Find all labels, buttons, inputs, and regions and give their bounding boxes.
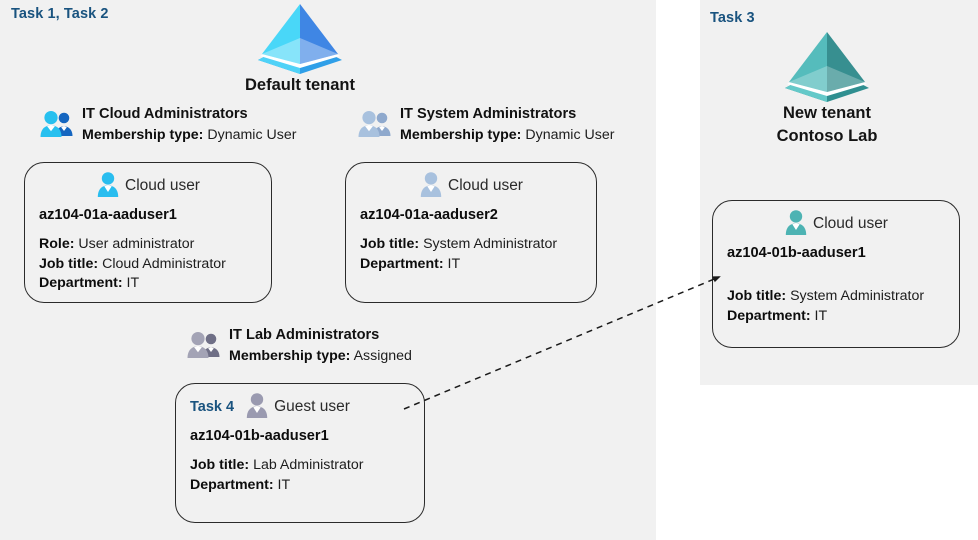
default-tenant-panel (0, 0, 656, 540)
card-role-label: Cloud user (125, 177, 200, 194)
user-card-aaduser2: Cloud user az104-01a-aaduser2 Job title:… (345, 162, 597, 303)
group-title: IT System Administrators (400, 106, 577, 122)
property-value: IT (814, 307, 828, 324)
default-tenant-block: Default tenant (195, 2, 405, 97)
card-property-department: Department: IT (727, 307, 945, 327)
guest-user-icon (245, 392, 269, 423)
card-properties: Job title: System Administrator Departme… (727, 287, 945, 326)
task-label-4: Task 4 (190, 399, 235, 415)
group-users-icon (356, 109, 394, 144)
default-tenant-caption: Default tenant (244, 76, 355, 94)
card-header: Cloud user (727, 209, 945, 240)
membership-key: Membership type: (400, 126, 522, 143)
group-membership-type: Membership type: Dynamic User (400, 125, 614, 145)
group-it-system-administrators: IT System Administrators Membership type… (356, 104, 614, 145)
card-property-department: Department: IT (39, 274, 257, 294)
card-property-role: Role: User administrator (39, 235, 257, 255)
card-header: Cloud user (39, 171, 257, 202)
card-header: Cloud user (360, 171, 582, 202)
card-property-job-title: Job title: System Administrator (360, 235, 582, 255)
card-property-job-title: Job title: System Administrator (727, 287, 945, 307)
card-role-label: Guest user (274, 398, 350, 415)
card-user-name: az104-01a-aaduser1 (39, 207, 177, 223)
property-value: System Administrator (423, 236, 558, 252)
user-card-guest-aaduser1: Task 4 Guest user az104-01b-aaduser1 Job… (175, 383, 425, 523)
property-key: Job title: (39, 255, 99, 272)
property-value: User administrator (78, 236, 195, 252)
property-value: IT (126, 275, 140, 292)
membership-key: Membership type: (82, 126, 204, 143)
membership-value: Dynamic User (525, 126, 615, 143)
cloud-user-icon (784, 209, 808, 240)
property-value: Lab Administrator (253, 457, 364, 473)
card-property-department: Department: IT (190, 476, 410, 496)
new-tenant-caption-line2: Contoso Lab (776, 127, 878, 146)
new-tenant-caption-line1: New tenant (782, 104, 871, 122)
group-it-lab-administrators: IT Lab Administrators Membership type: A… (185, 325, 412, 366)
group-membership-type: Membership type: Dynamic User (82, 125, 296, 145)
property-key: Department: (39, 275, 123, 292)
card-role-label: Cloud user (813, 215, 888, 232)
cloud-user-icon (96, 171, 120, 202)
group-it-cloud-administrators: IT Cloud Administrators Membership type:… (38, 104, 296, 145)
membership-value: Assigned (353, 347, 412, 364)
azure-ad-tenant-icon (258, 4, 342, 74)
property-key: Department: (190, 476, 274, 493)
user-card-new-tenant-aaduser1: Cloud user az104-01b-aaduser1 Job title:… (712, 200, 960, 348)
card-user-name: az104-01b-aaduser1 (190, 428, 329, 444)
task-label-1-2: Task 1, Task 2 (11, 6, 109, 22)
card-properties: Job title: Lab Administrator Department:… (190, 456, 410, 495)
membership-key: Membership type: (229, 347, 351, 364)
group-users-icon (38, 109, 76, 144)
card-user-name: az104-01b-aaduser1 (727, 245, 866, 261)
property-key: Job title: (727, 288, 787, 304)
property-key: Job title: (190, 457, 250, 473)
property-key: Role: (39, 236, 75, 252)
group-membership-type: Membership type: Assigned (229, 346, 412, 366)
card-role-label: Cloud user (448, 177, 523, 194)
cloud-user-icon (419, 171, 443, 202)
group-title: IT Lab Administrators (229, 327, 380, 343)
property-value: IT (277, 476, 291, 493)
card-property-department: Department: IT (360, 255, 582, 275)
property-key: Department: (360, 255, 444, 272)
azure-ad-tenant-icon (785, 32, 869, 102)
card-properties: Role: User administrator Job title: Clou… (39, 235, 257, 294)
property-key: Job title: (360, 236, 420, 252)
card-header: Task 4 Guest user (190, 392, 410, 423)
property-key: Department: (727, 307, 811, 324)
property-value: System Administrator (790, 288, 925, 304)
card-user-name: az104-01a-aaduser2 (360, 207, 498, 223)
group-title: IT Cloud Administrators (82, 106, 248, 122)
membership-value: Dynamic User (207, 126, 297, 143)
group-users-icon (185, 330, 223, 365)
card-properties: Job title: System Administrator Departme… (360, 235, 582, 274)
task-label-3: Task 3 (710, 10, 755, 26)
card-property-job-title: Job title: Lab Administrator (190, 456, 410, 476)
new-tenant-block: New tenant Contoso Lab (722, 30, 932, 149)
property-value: IT (447, 255, 461, 272)
user-card-aaduser1: Cloud user az104-01a-aaduser1 Role: User… (24, 162, 272, 303)
property-value: Cloud Administrator (102, 255, 226, 272)
card-property-job-title: Job title: Cloud Administrator (39, 255, 257, 275)
